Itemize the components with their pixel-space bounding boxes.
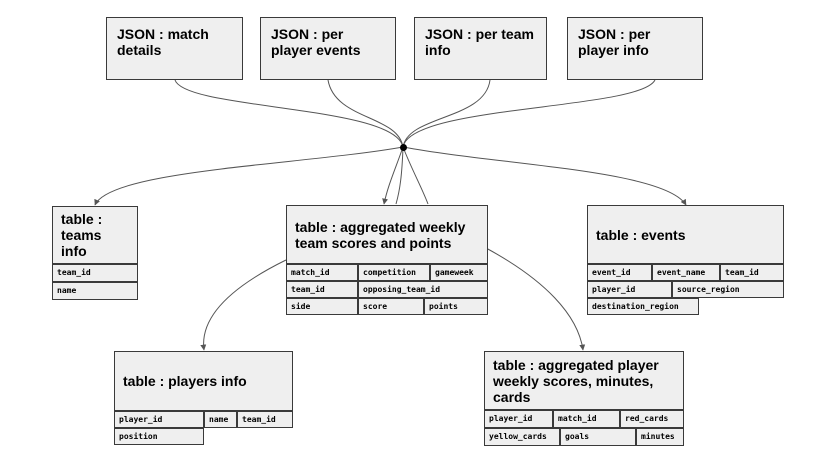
edge-weekly-team-to-weekly-player xyxy=(485,247,586,351)
field-points: points xyxy=(424,298,488,315)
table-title: table : aggregated player weekly scores,… xyxy=(493,356,659,405)
field-player-id: player_id xyxy=(587,281,672,298)
merge-node xyxy=(400,144,407,151)
field-red-cards: red_cards xyxy=(620,410,684,428)
field-minutes: minutes xyxy=(636,428,684,446)
table-title: table : players info xyxy=(123,373,247,389)
edge-hub-to-weekly-team-1 xyxy=(382,146,404,205)
field-name: name xyxy=(52,282,138,300)
field-name: name xyxy=(204,411,237,428)
edge-hub-to-weekly-team-3 xyxy=(402,146,429,205)
edge-player-info-to-hub xyxy=(402,79,656,148)
edge-weekly-team-to-players xyxy=(200,259,287,351)
field-team-id: team_id xyxy=(286,281,358,298)
edge-hub-to-weekly-team-2 xyxy=(395,146,404,205)
source-label: JSON : match details xyxy=(117,26,209,58)
edge-hub-to-events xyxy=(402,146,687,206)
field-competition: competition xyxy=(358,264,430,281)
edge-team-info-to-hub xyxy=(402,79,491,148)
table-title: table : aggregated weekly team scores an… xyxy=(295,218,466,251)
field-yellow-cards: yellow_cards xyxy=(484,428,560,446)
source-per-player-events: JSON : per player events xyxy=(260,17,396,80)
source-per-player-info: JSON : per player info xyxy=(567,17,703,80)
field-team-id: team_id xyxy=(52,264,138,282)
source-label: JSON : per team info xyxy=(425,26,534,58)
edge-match-to-hub xyxy=(174,79,404,148)
field-event-name: event_name xyxy=(652,264,720,281)
field-opposing-team-id: opposing_team_id xyxy=(358,281,488,298)
source-match-details: JSON : match details xyxy=(106,17,243,80)
field-position: position xyxy=(114,428,204,445)
source-label: JSON : per player info xyxy=(578,26,651,58)
table-title: table : teams info xyxy=(61,211,103,259)
table-players-info-header: table : players info xyxy=(114,351,293,411)
source-label: JSON : per player events xyxy=(271,26,361,58)
field-side: side xyxy=(286,298,358,315)
table-title: table : events xyxy=(596,226,686,243)
field-gameweek: gameweek xyxy=(430,264,488,281)
source-per-team-info: JSON : per team info xyxy=(414,17,547,80)
field-score: score xyxy=(358,298,424,315)
field-player-id: player_id xyxy=(484,410,553,428)
field-player-id: player_id xyxy=(114,411,204,428)
field-match-id: match_id xyxy=(553,410,620,428)
field-team-id: team_id xyxy=(237,411,293,428)
edge-hub-to-teams xyxy=(94,146,404,206)
table-teams-info-header: table : teams info xyxy=(52,206,138,264)
field-goals: goals xyxy=(560,428,636,446)
field-team-id: team_id xyxy=(720,264,784,281)
field-event-id: event_id xyxy=(587,264,652,281)
edge-player-events-to-hub xyxy=(327,79,404,148)
field-match-id: match_id xyxy=(286,264,358,281)
field-source-region: source_region xyxy=(672,281,784,298)
field-destination-region: destination_region xyxy=(587,298,699,315)
table-events-header: table : events xyxy=(587,205,784,264)
table-weekly-player-header: table : aggregated player weekly scores,… xyxy=(484,351,684,410)
table-weekly-team-header: table : aggregated weekly team scores an… xyxy=(286,205,488,264)
